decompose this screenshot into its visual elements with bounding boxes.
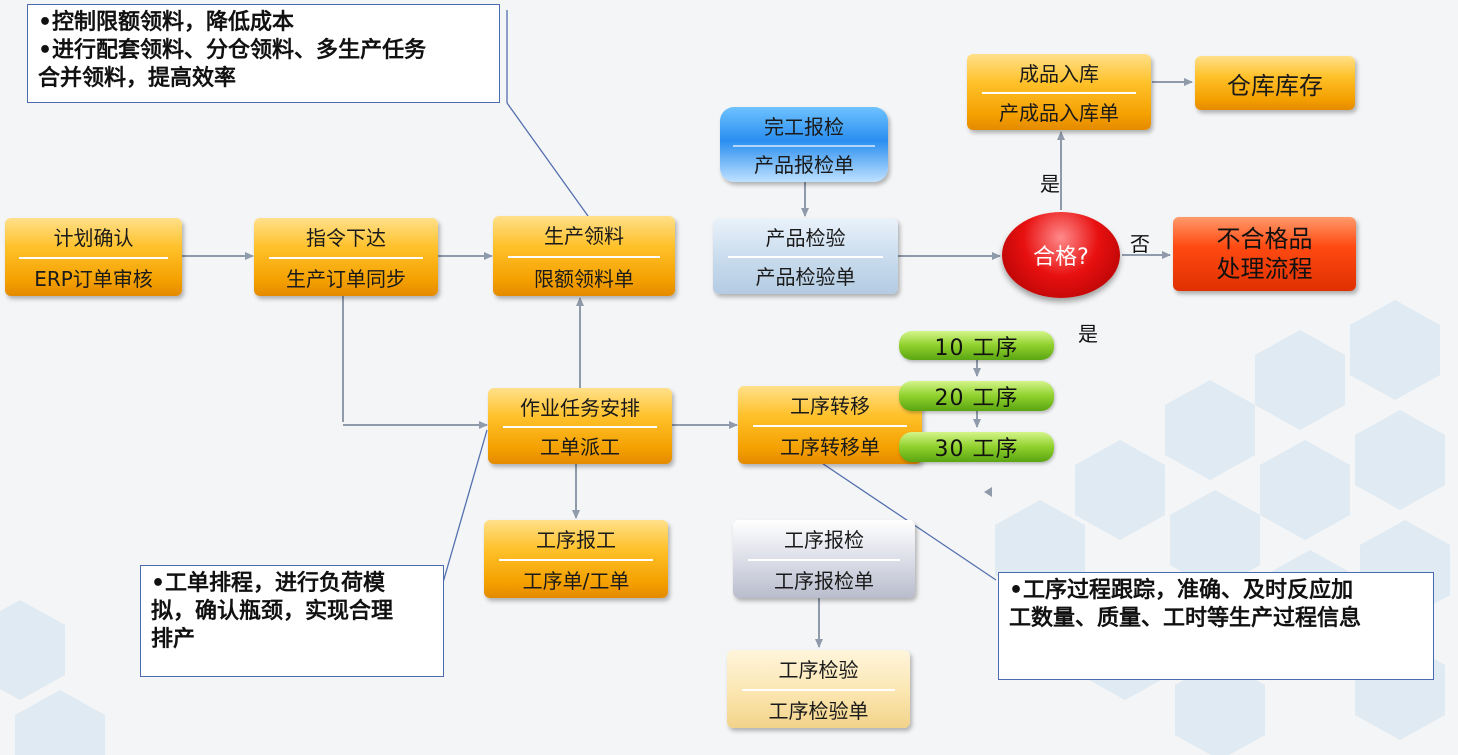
node-document: ERP订单审核 xyxy=(34,267,153,291)
node-title: 工序检验 xyxy=(778,658,859,682)
step-30[interactable]: 30 工序 xyxy=(899,432,1054,462)
node-divider xyxy=(752,425,908,427)
node-divider xyxy=(727,256,884,258)
node-divider xyxy=(502,426,658,428)
node-line-1: 不合格品 xyxy=(1216,225,1313,253)
node-line-2: 处理流程 xyxy=(1216,255,1313,283)
note-line-2: •进行配套领料、分仓领料、多生产任务 xyxy=(38,38,427,63)
node-plan-confirm[interactable]: 计划确认 ERP订单审核 xyxy=(5,218,182,296)
note-line-1: •工单排程，进行负荷模 xyxy=(151,571,386,596)
note-material-benefits: •控制限额领料，降低成本 •进行配套领料、分仓领料、多生产任务 合并领料，提高效… xyxy=(27,4,500,103)
node-divider xyxy=(981,92,1137,94)
note-line-1: •工序过程跟踪，准确、及时反应加 xyxy=(1009,578,1354,603)
step-10[interactable]: 10 工序 xyxy=(899,331,1054,361)
node-title: 完工报检 xyxy=(764,115,844,139)
label-yes-down: 是 xyxy=(1078,322,1098,346)
node-document: 工序检验单 xyxy=(768,699,869,723)
label-no: 否 xyxy=(1130,232,1150,256)
node-document: 产品报检单 xyxy=(754,153,854,177)
node-process-report[interactable]: 工序报工 工序单/工单 xyxy=(484,520,668,598)
decision-label: 合格? xyxy=(1033,245,1089,270)
decision-qualified[interactable]: 合格? xyxy=(1002,212,1120,298)
node-document: 产品检验单 xyxy=(755,265,856,289)
node-divider xyxy=(19,257,168,259)
node-product-inspect[interactable]: 产品检验 产品检验单 xyxy=(713,218,898,294)
node-finished-stock-in[interactable]: 成品入库 产成品入库单 xyxy=(967,54,1151,130)
node-document: 生产订单同步 xyxy=(286,267,406,291)
node-title: 计划确认 xyxy=(53,226,134,250)
node-title: 生产领料 xyxy=(544,224,624,248)
note-line-2: 工数量、质量、工时等生产过程信息 xyxy=(1009,606,1362,631)
node-unqualified[interactable]: 不合格品 处理流程 xyxy=(1173,217,1356,291)
note-line-3: 排产 xyxy=(151,627,196,652)
node-document: 限额领料单 xyxy=(534,267,634,291)
node-divider xyxy=(747,559,901,561)
node-title: 成品入库 xyxy=(1019,62,1099,86)
node-divider xyxy=(268,257,424,259)
step-20[interactable]: 20 工序 xyxy=(899,381,1054,411)
node-document: 工序单/工单 xyxy=(522,569,630,593)
node-document: 工单派工 xyxy=(540,435,620,459)
note-scheduling: •工单排程，进行负荷模 拟，确认瓶颈，实现合理 排产 xyxy=(140,565,444,677)
node-divider xyxy=(733,144,875,147)
node-process-inspect[interactable]: 工序检验 工序检验单 xyxy=(727,650,910,728)
node-order-issue[interactable]: 指令下达 生产订单同步 xyxy=(254,218,438,296)
node-process-transfer[interactable]: 工序转移 工序转移单 xyxy=(738,386,922,464)
node-warehouse-stock[interactable]: 仓库库存 xyxy=(1195,56,1355,110)
label-yes-up: 是 xyxy=(1040,172,1060,196)
note-line-3: 合并领料，提高效率 xyxy=(38,66,237,91)
node-title: 工序报工 xyxy=(536,528,616,552)
note-line-2: 拟，确认瓶颈，实现合理 xyxy=(151,599,394,624)
node-title: 作业任务安排 xyxy=(520,396,640,420)
node-divider xyxy=(507,256,661,258)
node-material-pick[interactable]: 生产领料 限额领料单 xyxy=(493,216,675,296)
node-title: 工序报检 xyxy=(784,528,864,552)
node-document: 工序转移单 xyxy=(780,435,880,459)
node-task-schedule[interactable]: 作业任务安排 工单派工 xyxy=(488,388,672,464)
node-divider xyxy=(498,559,654,561)
node-document: 产成品入库单 xyxy=(999,101,1119,125)
node-completion-report[interactable]: 完工报检 产品报检单 xyxy=(720,107,888,182)
node-title: 产品检验 xyxy=(765,226,846,250)
node-title: 工序转移 xyxy=(790,394,870,418)
node-document: 工序报检单 xyxy=(774,569,874,593)
node-divider xyxy=(741,689,896,691)
note-line-1: •控制限额领料，降低成本 xyxy=(38,10,295,35)
node-title: 指令下达 xyxy=(306,226,386,250)
note-process-tracking: •工序过程跟踪，准确、及时反应加 工数量、质量、工时等生产过程信息 xyxy=(998,572,1434,680)
node-process-report-inspect[interactable]: 工序报检 工序报检单 xyxy=(733,520,915,598)
